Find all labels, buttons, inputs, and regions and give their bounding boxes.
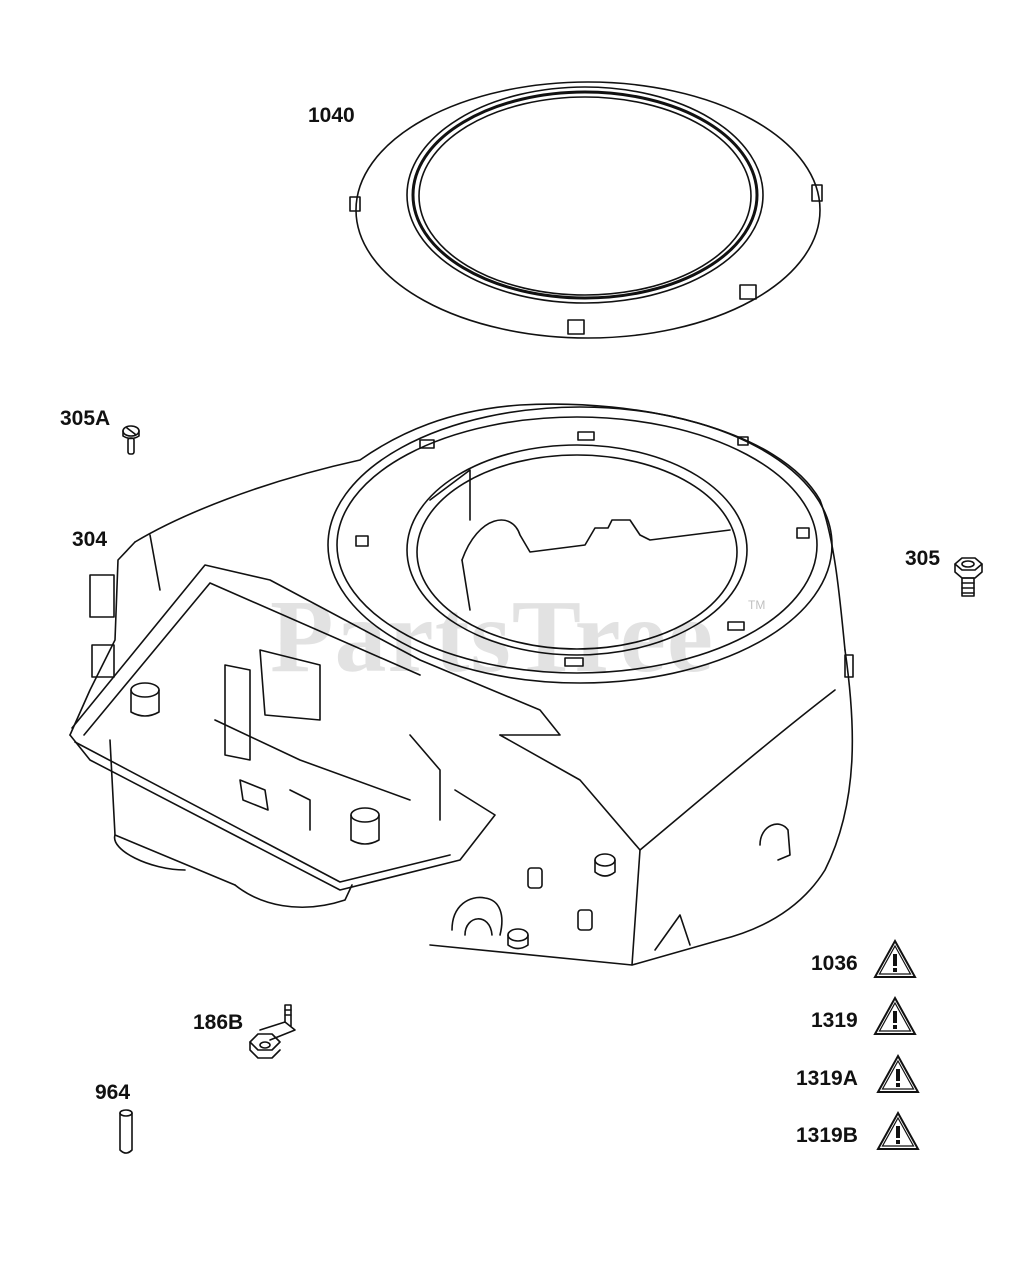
screw-305 [954,557,983,597]
fitting-186B [249,1004,296,1059]
callout-1319A[interactable]: 1319A [796,1067,858,1090]
callout-964[interactable]: 964 [95,1081,131,1104]
callout-304[interactable]: 304 [72,528,108,551]
warning-triangle-icon [876,1110,920,1150]
watermark: PartsTree [270,579,715,694]
tube-964 [119,1109,133,1154]
callout-1036[interactable]: 1036 [811,952,858,975]
grass-screen-ring-1040 [349,81,823,339]
callout-305[interactable]: 305 [905,547,941,570]
callout-1040[interactable]: 1040 [308,104,355,127]
callout-1319[interactable]: 1319 [811,1009,858,1032]
callout-186B[interactable]: 186B [193,1011,244,1034]
callout-1319B[interactable]: 1319B [796,1124,858,1147]
warning-triangle-icon [873,938,917,978]
watermark-trademark: TM [748,598,766,612]
screw-305A [122,425,140,455]
blower-housing-304 [69,403,854,966]
callout-305A[interactable]: 305A [60,407,111,430]
warning-triangle-icon [876,1053,920,1093]
warning-triangle-icon [873,995,917,1035]
